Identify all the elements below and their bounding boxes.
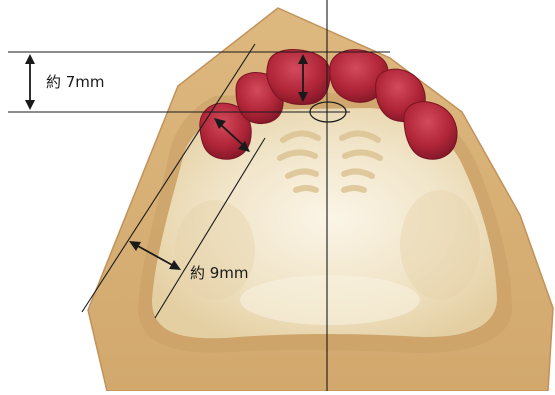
tooth-left-central: [267, 50, 330, 105]
label-incisor-depth: 約 7mm: [46, 75, 105, 90]
palate-shade: [175, 200, 255, 300]
palate-shade: [240, 275, 420, 325]
label-buccal-offset: 約 9mm: [190, 266, 249, 281]
palate-shade: [400, 190, 480, 300]
